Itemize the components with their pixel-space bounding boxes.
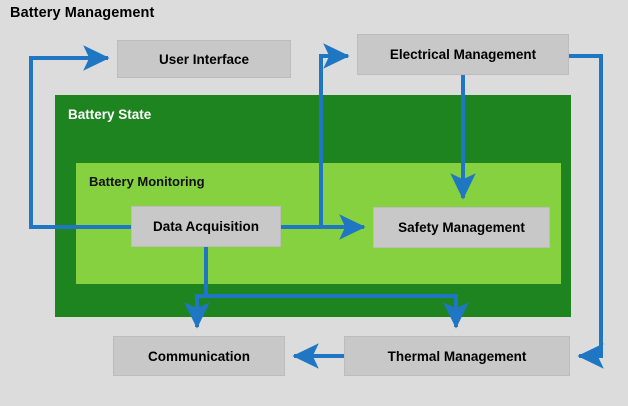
node-electrical-management-label: Electrical Management bbox=[389, 47, 537, 62]
node-communication[interactable]: Communication bbox=[113, 336, 285, 376]
group-battery-state-label: Battery State bbox=[68, 107, 152, 122]
node-user-interface-label: User Interface bbox=[158, 51, 250, 67]
page-title: Battery Management bbox=[10, 5, 155, 21]
node-thermal-management[interactable]: Thermal Management bbox=[344, 336, 570, 376]
node-safety-management-label: Safety Management bbox=[398, 220, 525, 235]
edge-electrical-to-thermal bbox=[569, 54, 604, 369]
node-data-acquisition[interactable]: Data Acquisition bbox=[131, 206, 281, 247]
node-data-acquisition-label: Data Acquisition bbox=[152, 219, 259, 234]
node-electrical-management[interactable]: Electrical Management bbox=[357, 34, 569, 75]
node-thermal-management-label: Thermal Management bbox=[387, 348, 527, 364]
group-battery-monitoring-label: Battery Monitoring bbox=[89, 174, 205, 189]
node-communication-label: Communication bbox=[147, 348, 250, 364]
node-safety-management[interactable]: Safety Management bbox=[373, 207, 550, 248]
node-user-interface[interactable]: User Interface bbox=[117, 40, 291, 78]
